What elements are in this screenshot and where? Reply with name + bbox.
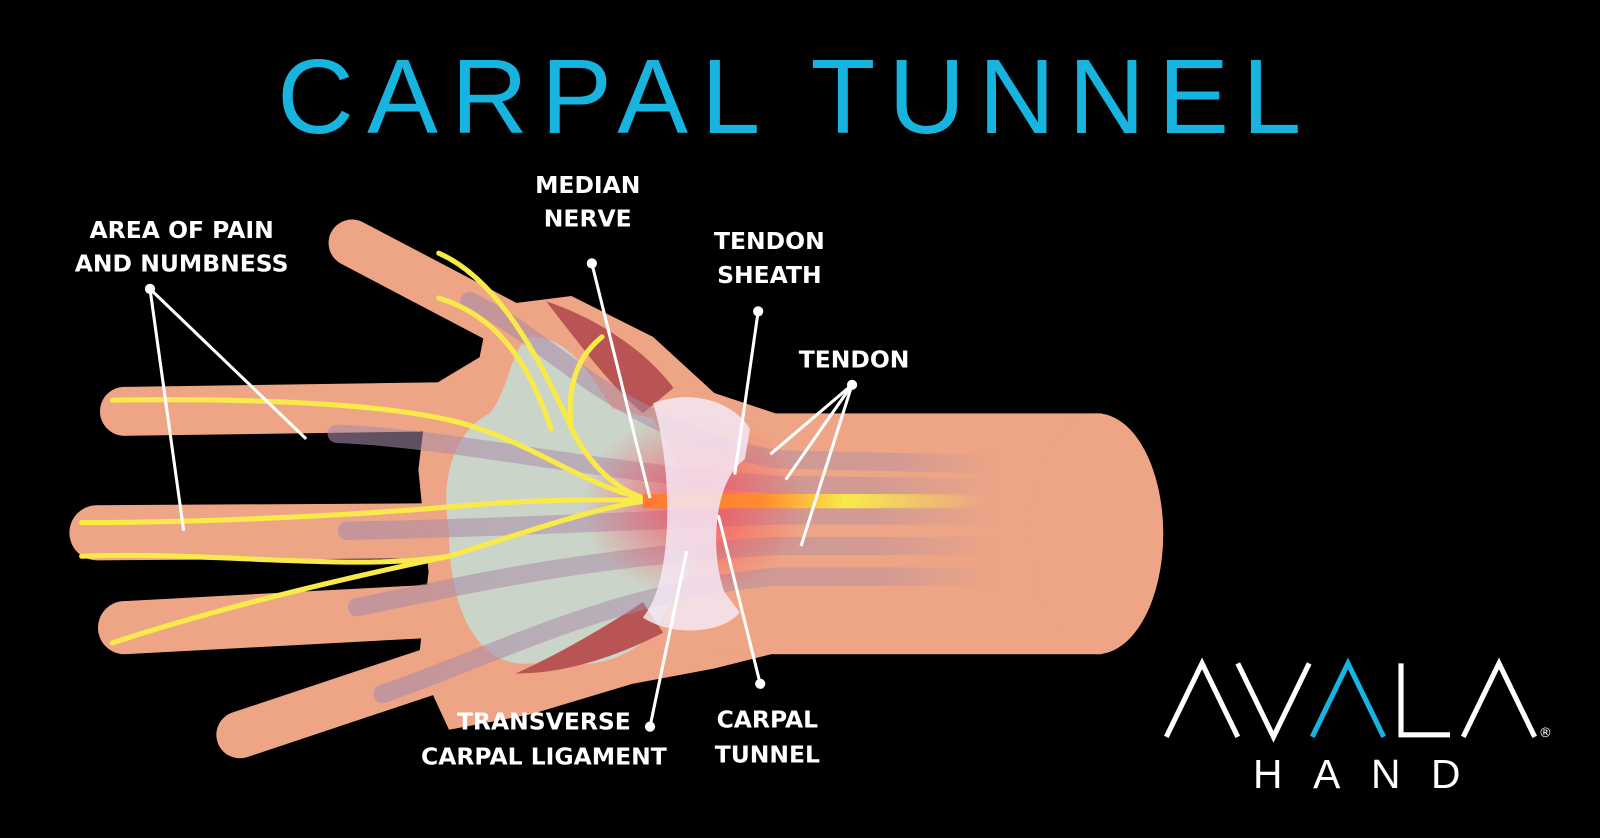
avala-hand-logo: ® HAND <box>1164 657 1552 797</box>
label-carpal-tunnel: CARPAL <box>717 706 819 734</box>
label-area-of-pain: AREA OF PAIN <box>90 216 274 244</box>
hypothenar-muscle <box>515 602 664 674</box>
median-nerve-branches <box>79 250 656 646</box>
registered-mark: ® <box>1539 726 1552 741</box>
label-tendon-sheath: TENDON <box>714 227 825 255</box>
label-ligament-2: CARPAL LIGAMENT <box>421 742 667 770</box>
page-title: CARPAL TUNNEL <box>277 38 1314 156</box>
label-carpal-tunnel-2: TUNNEL <box>715 740 820 768</box>
transverse-carpal-ligament <box>642 397 750 631</box>
thenar-muscle <box>545 301 674 414</box>
label-tendon-sheath-2: SHEATH <box>717 261 822 289</box>
label-median-nerve: MEDIAN <box>535 171 640 199</box>
logo-subtitle: HAND <box>1253 751 1491 797</box>
label-ligament: TRANSVERSE <box>457 708 631 736</box>
label-median-nerve-2: NERVE <box>544 205 632 233</box>
leader-lines <box>144 258 858 732</box>
median-nerve <box>642 494 980 509</box>
label-area-of-pain-2: AND NUMBNESS <box>75 250 289 278</box>
label-tendon: TENDON <box>799 345 910 373</box>
